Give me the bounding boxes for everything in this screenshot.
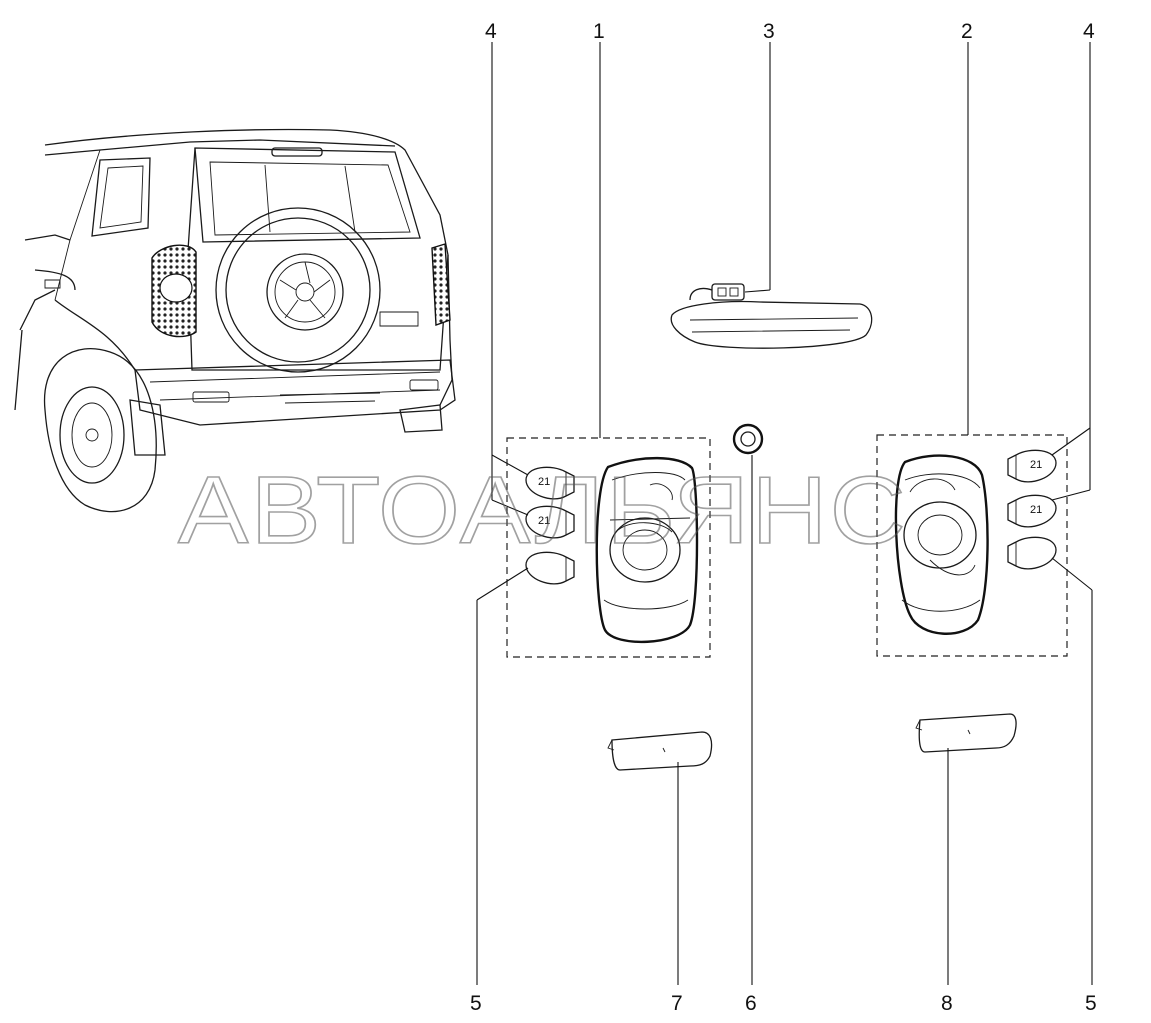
callout-7: 7 (671, 992, 683, 1015)
callout-labels: 4 1 3 2 4 5 7 6 8 5 (470, 20, 1097, 1015)
left-tail-lamp-assembly (506, 437, 711, 658)
bulb-right-3 (1007, 536, 1057, 570)
callout-5-right: 5 (1085, 992, 1097, 1015)
left-reflector (607, 731, 713, 771)
callout-8: 8 (941, 992, 953, 1015)
callout-4-right: 4 (1083, 20, 1095, 43)
right-tail-lamp-assembly (876, 434, 1068, 657)
bulb-left-1-label: 21 (538, 476, 550, 488)
bulb-right-2-label: 21 (1030, 504, 1042, 516)
callout-1: 1 (593, 20, 605, 43)
high-mount-stop-lamp (670, 283, 873, 349)
right-bulbs: 21 21 (1007, 449, 1057, 570)
bulb-left-1: 21 (525, 466, 575, 500)
leader-lines (476, 42, 1093, 985)
bulb-right-2: 21 (1007, 494, 1057, 528)
callout-5-left: 5 (470, 992, 482, 1015)
callout-6: 6 (745, 992, 757, 1015)
callout-3: 3 (763, 20, 775, 43)
right-reflector (915, 713, 1017, 753)
bulb-left-2-label: 21 (538, 515, 550, 527)
callout-4-left: 4 (485, 20, 497, 43)
bulb-left-3 (525, 551, 575, 585)
watermark: АВТОАЛЬЯНС (178, 457, 908, 564)
grommet (732, 423, 764, 455)
callout-2: 2 (961, 20, 973, 43)
vehicle-rear-view (14, 128, 456, 513)
bulb-right-1-label: 21 (1030, 459, 1042, 471)
bulb-left-2: 21 (525, 505, 575, 539)
bulb-right-1: 21 (1007, 449, 1057, 483)
left-bulbs: 21 21 (525, 466, 575, 585)
